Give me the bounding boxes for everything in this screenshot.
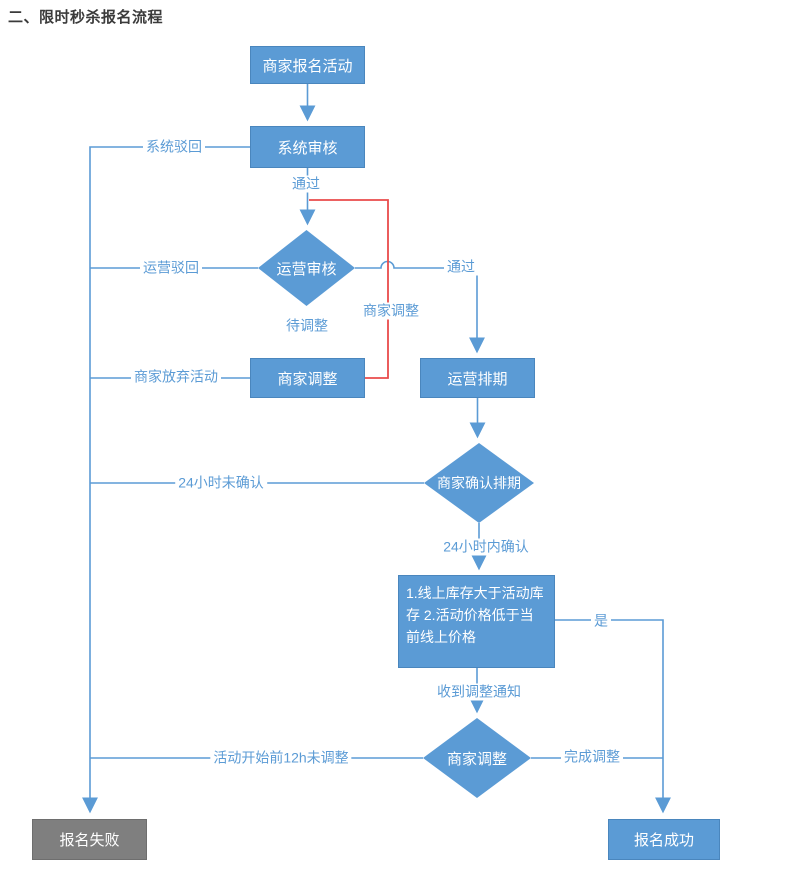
label-pass-right: 通过	[444, 258, 478, 276]
label-24h-confirmed: 24小时内确认	[440, 538, 532, 556]
label-yes: 是	[591, 612, 611, 630]
label-system-reject: 系统驳回	[143, 138, 205, 156]
node-merchant-adjust: 商家调整	[250, 358, 365, 398]
page-title: 二、限时秒杀报名流程	[8, 9, 164, 26]
node-merchant-apply: 商家报名活动	[250, 46, 365, 84]
label-adjust-notice: 收到调整通知	[434, 683, 524, 701]
condition-line-1: 1.线上库存大于活动库存	[406, 585, 544, 623]
label-24h-not-confirmed: 24小时未确认	[175, 474, 267, 492]
label-12h-not-adjusted: 活动开始前12h未调整	[210, 749, 352, 767]
condition-line-2: 2.活动价格低于当前线上价格	[406, 607, 534, 645]
edge-yes-to-success	[555, 619, 671, 814]
label-merchant-abandon: 商家放弃活动	[131, 368, 221, 386]
label-adjust-done: 完成调整	[561, 748, 623, 766]
label-pass-top: 通过	[289, 175, 323, 193]
edge-return-merchant-adjust	[309, 199, 389, 379]
node-register-success: 报名成功	[608, 819, 720, 860]
node-ops-schedule: 运营排期	[420, 358, 535, 398]
node-condition-box: 1.线上库存大于活动库存 2.活动价格低于当前线上价格	[398, 575, 555, 668]
node-system-review: 系统审核	[250, 126, 365, 168]
node-register-fail: 报名失败	[32, 819, 147, 860]
label-pending-adjust: 待调整	[283, 317, 331, 335]
label-ops-reject: 运营驳回	[140, 259, 202, 277]
label-merchant-adjust-return: 商家调整	[360, 302, 422, 320]
